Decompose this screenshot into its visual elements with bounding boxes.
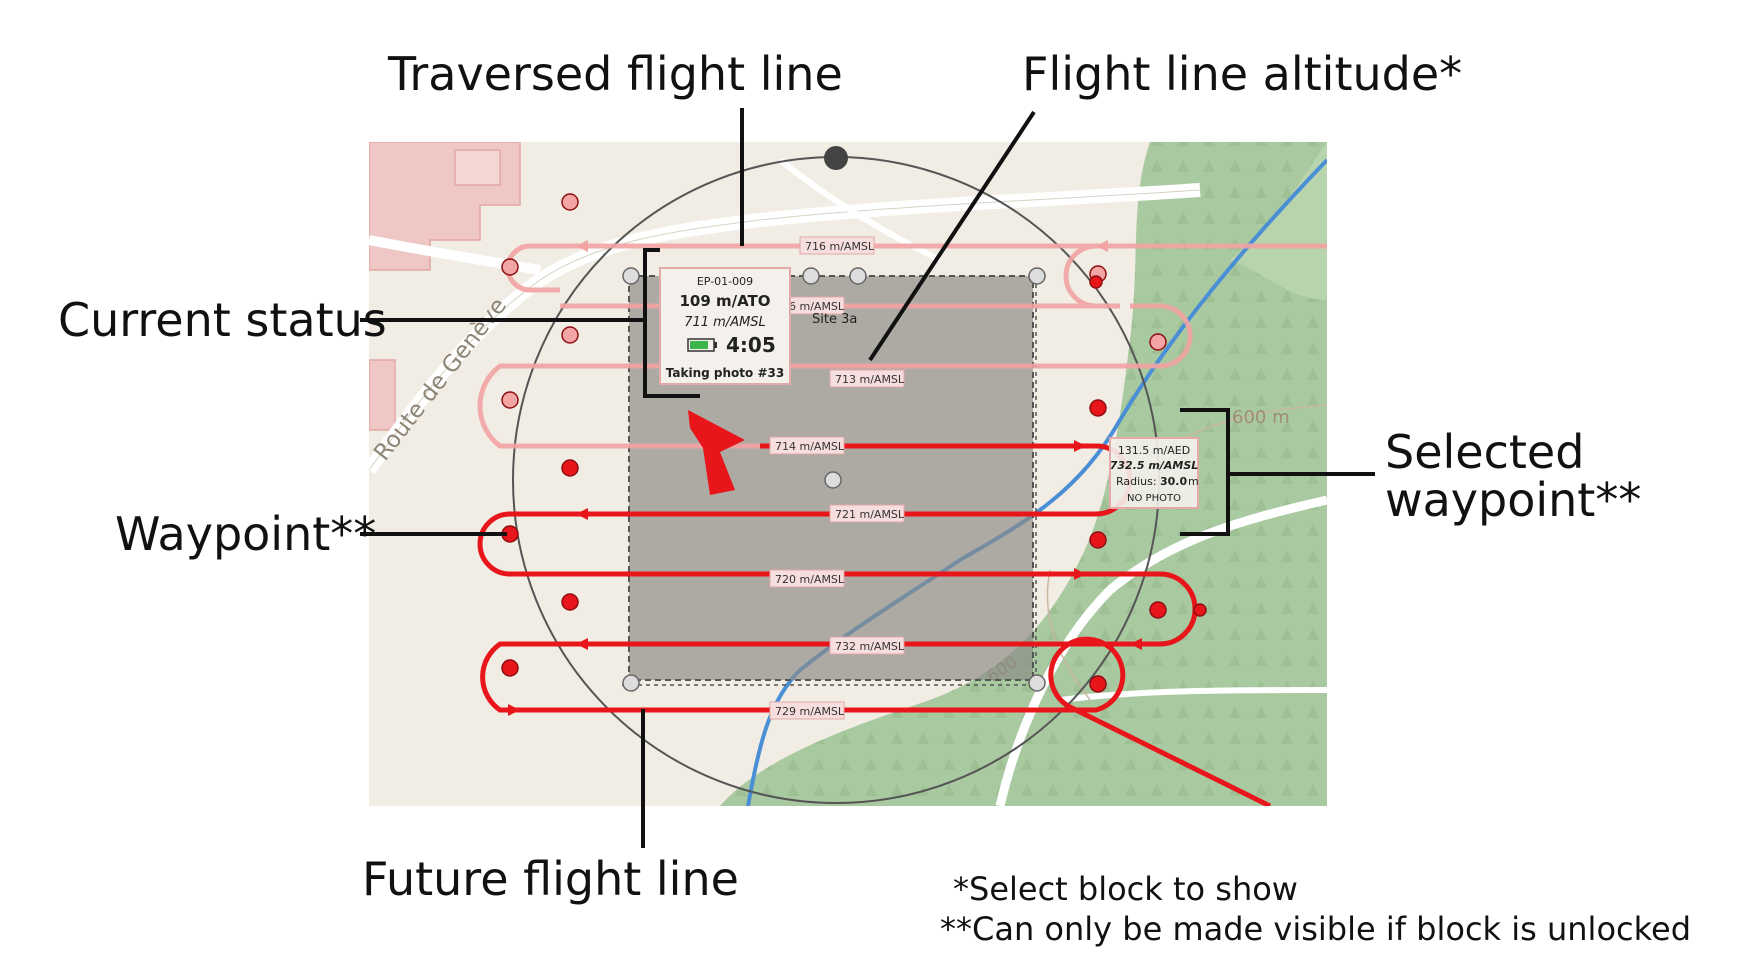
waypoint-radius-label: Radius:	[1116, 475, 1157, 488]
footnote-2: **Can only be made visible if block is u…	[940, 910, 1691, 948]
status-altitude-amsl: 711 m/AMSL	[684, 315, 766, 330]
home-marker[interactable]	[824, 146, 848, 170]
svg-text:713 m/AMSL: 713 m/AMSL	[835, 373, 905, 386]
callout-current-status: Current status	[58, 293, 387, 347]
callout-future-flight-line: Future flight line	[362, 852, 739, 906]
contour-600	[1046, 569, 1091, 701]
waypoint-amsl: 732.5 m/AMSL	[1110, 459, 1199, 472]
svg-text:721 m/AMSL: 721 m/AMSL	[835, 508, 905, 521]
svg-text:729 m/AMSL: 729 m/AMSL	[775, 705, 845, 718]
current-status-box: EP-01-009 109 m/ATO 711 m/AMSL 4:05 Taki…	[659, 267, 791, 385]
aircraft-icon[interactable]	[688, 410, 745, 495]
svg-text:716 m/AMSL: 716 m/AMSL	[805, 240, 875, 253]
contour-label: 600 m	[1232, 407, 1290, 428]
site-label: Site 3a	[812, 312, 857, 327]
flight-line-labels: 716 m/AMSL 716 m/AMSL 713 m/AMSL 714 m/A…	[769, 236, 905, 720]
waypoint-photo: NO PHOTO	[1127, 493, 1181, 504]
flight-line-arrows	[508, 440, 1142, 716]
waypoint-radius-value: 30.0	[1160, 475, 1187, 488]
leader-lines	[360, 108, 1375, 848]
svg-text:714 m/AMSL: 714 m/AMSL	[775, 440, 845, 453]
status-altitude-ato: 109 m/ATO	[679, 292, 770, 310]
status-id: EP-01-009	[697, 275, 753, 288]
footnote-1: *Select block to show	[953, 870, 1298, 908]
future-flight-lines	[477, 443, 1272, 806]
svg-text:732 m/AMSL: 732 m/AMSL	[835, 640, 905, 653]
block-corner-handles[interactable]	[622, 267, 1046, 692]
callout-waypoint: Waypoint**	[115, 507, 377, 561]
forest-area-2	[1230, 142, 1327, 300]
callout-selected-waypoint-line1: Selected	[1385, 425, 1585, 479]
map-view[interactable]: Route de Genève 600 m 600 716 m/AMSL	[369, 142, 1327, 806]
status-time: 4:05	[726, 333, 776, 357]
svg-text:716 m/AMSL: 716 m/AMSL	[775, 300, 845, 313]
selected-waypoint-box[interactable]: 131.5 m/AED 732.5 m/AMSL Radius: 30.0 m …	[1109, 437, 1199, 509]
waypoint-radius-unit: m	[1188, 475, 1199, 488]
road-east	[995, 495, 1327, 806]
callout-traversed-flight-line: Traversed flight line	[388, 47, 843, 101]
status-text: Taking photo #33	[666, 366, 784, 380]
battery-icon	[687, 338, 717, 352]
callout-selected-waypoint-line2: waypoint**	[1385, 473, 1642, 527]
callout-flight-line-altitude: Flight line altitude*	[1022, 47, 1463, 101]
waypoints[interactable]	[501, 193, 1207, 693]
svg-text:720 m/AMSL: 720 m/AMSL	[775, 573, 845, 586]
waypoint-aed: 131.5 m/AED	[1118, 444, 1190, 457]
